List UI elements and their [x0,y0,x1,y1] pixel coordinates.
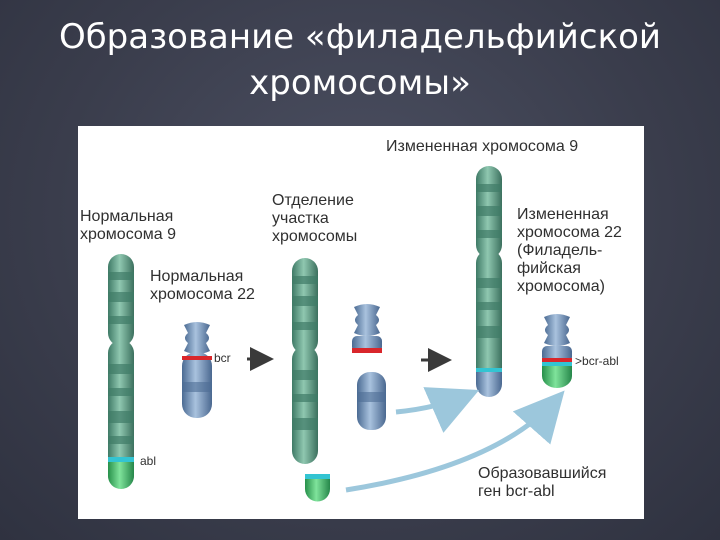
label-normal-chr9: Нормальная хромосома 9 [80,208,177,243]
diagram-svg [108,166,572,502]
slide-title-line-2: хромосомы» [249,63,471,103]
slide-title-line-1: Образование «филадельфийской [58,17,662,57]
slide-title: Образование «филадельфийской хромосомы» [0,14,720,106]
label-abl: abl [140,454,157,468]
changed-chromosome-9 [476,166,502,397]
label-formed-gene: Образовавшийся ген bcr-abl [478,465,607,500]
label-changed-chr22: Измененная хромосома 22 (Филадель- фийск… [517,206,622,295]
normal-chromosome-9 [108,254,134,489]
label-separation: Отделение участка хромосомы [272,192,358,245]
separated-abl-fragment [305,474,330,502]
label-normal-chr22: Нормальная хромосома 22 [150,268,255,303]
normal-chromosome-22 [182,322,212,418]
label-bcr-abl: >bcr-abl [575,354,619,368]
arrow-transfer-abl-to-22 [345,390,565,493]
label-bcr: bcr [214,351,231,365]
arrow-transfer-22-to-9 [395,387,480,433]
separated-chromosome-9 [292,258,318,464]
philadelphia-chromosome [542,314,572,388]
diagram-panel: Нормальная хромосома 9 Нормальная хромос… [78,126,644,519]
label-changed-chr9: Измененная хромосома 9 [386,138,579,155]
separated-chromosome-22-top [352,304,382,353]
separated-chromosome-22-bottom [357,372,386,430]
